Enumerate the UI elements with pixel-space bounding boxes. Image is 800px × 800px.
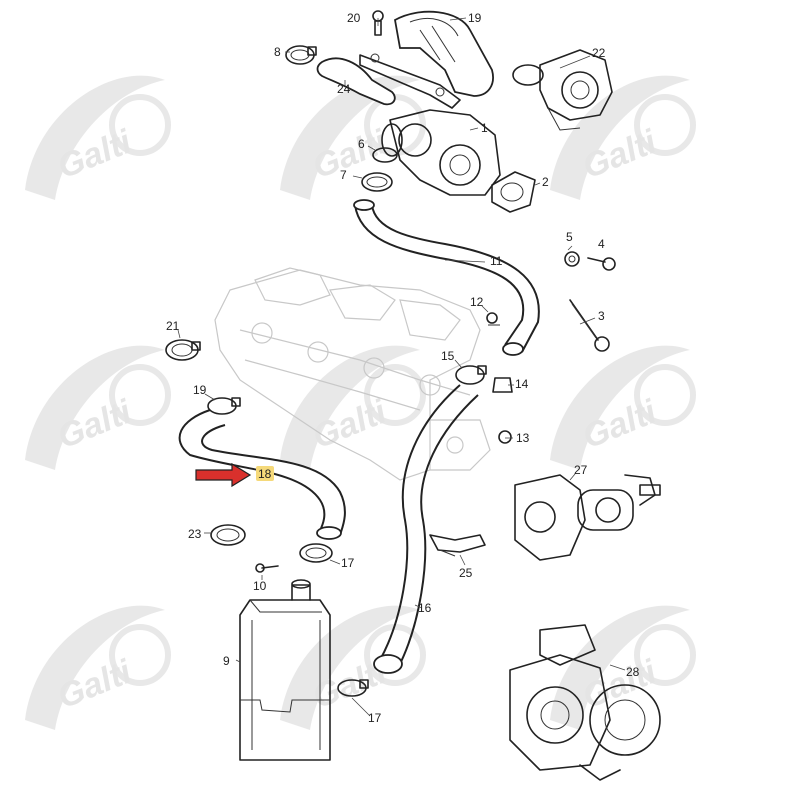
part-22-hose-clamp[interactable] [165,339,201,361]
part-7-hose-clamp[interactable] [361,172,393,192]
part-labels: 20 19 8 22 24 1 6 7 2 5 4 11 12 3 21 15 … [166,11,640,725]
watermark-logo: Galti [550,605,696,730]
part-25-hose[interactable] [316,57,396,106]
part-label-17-upper[interactable]: 17 [341,556,355,570]
part-label-8[interactable]: 8 [274,45,281,59]
part-16-hose[interactable] [373,384,479,674]
watermark-logo: Galti [25,605,171,730]
part-label-10[interactable]: 10 [253,579,267,593]
part-label-24[interactable]: 23 [188,527,202,541]
part-label-7[interactable]: 7 [340,168,347,182]
part-20-intake-elbow[interactable] [359,10,494,109]
part-28-turbocharger[interactable] [509,624,661,781]
part-label-27[interactable]: 27 [574,463,588,477]
part-6-oring[interactable] [372,147,398,163]
part-13-nut[interactable] [498,430,512,444]
part-label-28[interactable]: 28 [626,665,640,679]
part-17-hose-clamp-upper[interactable] [299,543,333,563]
part-label-15[interactable]: 15 [441,349,455,363]
watermark-logo: Galti [25,345,171,470]
part-label-12[interactable]: 12 [470,295,484,309]
engine-head-ghost [214,267,491,481]
part-label-9[interactable]: 9 [223,654,230,668]
part-12-nut[interactable] [486,312,500,326]
part-9-intercooler[interactable] [239,579,331,761]
highlight-badge [256,466,274,481]
highlight-arrow [195,462,274,488]
part-3-bolt[interactable] [569,299,610,352]
part-label-19[interactable]: 19 [193,383,207,397]
part-label-5[interactable]: 5 [566,230,573,244]
watermark-logo: Galti [550,75,696,200]
part-label-14[interactable]: 14 [515,377,529,391]
part-label-4[interactable]: 4 [598,237,605,251]
part-2-gasket[interactable] [491,171,536,213]
part-label-17-lower[interactable]: 17 [368,711,382,725]
part-19-hose-clamp[interactable] [207,397,241,415]
part-14-nut[interactable] [492,377,513,393]
part-label-13[interactable]: 13 [516,431,530,445]
part-label-26[interactable]: 25 [459,566,473,580]
part-15-hose-clamp[interactable] [455,365,487,385]
part-27-turbocharger[interactable] [514,474,661,561]
part-label-11[interactable]: 11 [490,254,503,268]
part-4-stud[interactable] [587,257,616,271]
part-label-2[interactable]: 2 [542,175,549,189]
part-1-turbo-housing[interactable] [381,109,501,196]
part-10-bolt[interactable] [255,563,279,573]
part-26-bracket[interactable] [429,534,486,557]
watermark-logo: Galti [25,75,171,200]
part-24-hose-clamp[interactable] [210,524,246,546]
part-8-hose-clamp[interactable] [285,45,317,65]
part-label-18[interactable]: 18 [258,467,272,481]
part-label-23[interactable]: 22 [592,46,606,60]
part-label-6[interactable]: 6 [358,137,365,151]
part-label-16[interactable]: 16 [418,601,432,615]
part-label-3[interactable]: 3 [598,309,605,323]
part-17-hose-clamp-lower[interactable] [337,679,369,697]
part-label-21[interactable]: 20 [347,11,361,25]
part-23-turbocharger[interactable] [512,49,613,131]
part-11-hose[interactable] [353,199,540,356]
part-5-nut[interactable] [564,251,580,267]
part-label-1[interactable]: 1 [481,121,488,135]
part-label-25[interactable]: 24 [337,82,351,96]
watermark-logo: Galti [550,345,696,470]
part-label-22[interactable]: 21 [166,319,180,333]
leader-lines [177,17,626,717]
part-label-20[interactable]: 19 [468,11,482,25]
